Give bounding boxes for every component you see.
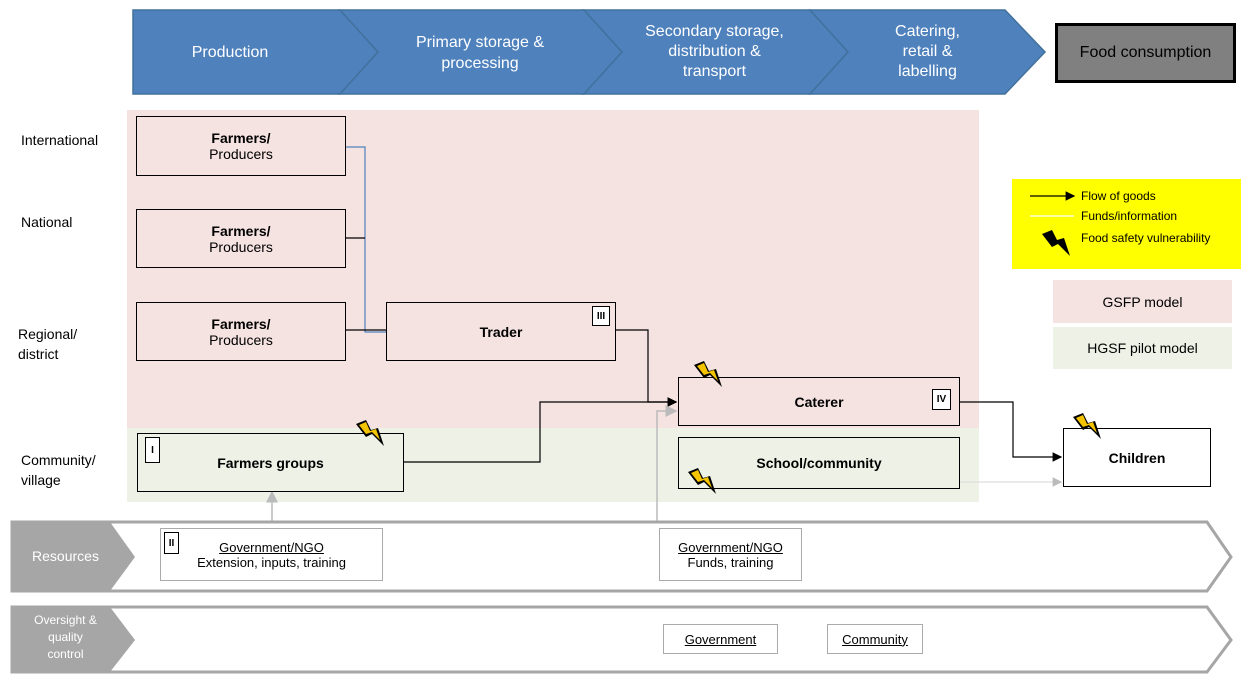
level-community: Community/village (21, 452, 96, 488)
lightning-icon (1042, 230, 1070, 256)
hgsf-model-key: HGSF pilot model (1053, 327, 1232, 369)
stage-label-secondary: Secondary storage,distribution &transpor… (645, 23, 784, 80)
flow-farmersgroups-to-caterer (404, 397, 678, 463)
caterer-box: Caterer (678, 377, 960, 426)
numeral-ii: II (164, 532, 179, 554)
gov-ngo-funds-box: Government/NGO Funds, training (659, 528, 802, 581)
legend-box (1012, 179, 1241, 269)
lightning-icon (694, 361, 722, 387)
oversight-label-chevron (12, 607, 135, 672)
numeral-i: I (145, 437, 160, 463)
stage-label-production: Production (191, 44, 269, 61)
funds-gov-to-caterer (656, 405, 678, 528)
link-intl-to-trader (346, 146, 386, 333)
oversight-community-box: Community (827, 624, 923, 654)
lightning-icon (688, 468, 716, 494)
oversight-government-box: Government (663, 624, 778, 654)
gsfp-model-key: GSFP model (1053, 280, 1232, 323)
school-community-box: School/community (678, 437, 960, 489)
food-consumption-stage: Food consumption (1055, 23, 1236, 83)
legend-flow-goods: Flow of goods (1081, 189, 1156, 203)
oversight-band (10, 605, 1233, 674)
flow-caterer-to-children (958, 401, 1063, 462)
numeral-iv: IV (932, 389, 951, 410)
level-international: International (21, 132, 99, 148)
trader-box: Trader (386, 302, 616, 361)
lightning-icon (1073, 413, 1101, 439)
level-regional: Regional/district (18, 326, 78, 362)
stage-chevron-catering (808, 9, 1047, 95)
farmers-producers-regional: Farmers/ Producers (136, 302, 346, 361)
legend-vulnerability: Food safety vulnerability (1081, 231, 1211, 245)
gov-ngo-extension-box: Government/NGO Extension, inputs, traini… (160, 528, 383, 581)
children-box: Children (1063, 428, 1211, 487)
resources-label: Resources (32, 548, 99, 564)
stage-label-primary: Primary storage &processing (415, 34, 545, 72)
legend-funds-information: Funds/information (1081, 209, 1178, 223)
resources-label-chevron (12, 522, 135, 591)
farmers-producers-national: Farmers/ Producers (136, 209, 346, 268)
farmers-producers-international: Farmers/ Producers (136, 116, 346, 176)
lightning-icon (356, 420, 384, 446)
stage-label-catering: Catering,retail &labelling (895, 23, 960, 80)
farmers-groups-box: Farmers groups (137, 433, 404, 492)
numeral-iii: III (592, 306, 610, 326)
level-national: National (21, 214, 73, 230)
